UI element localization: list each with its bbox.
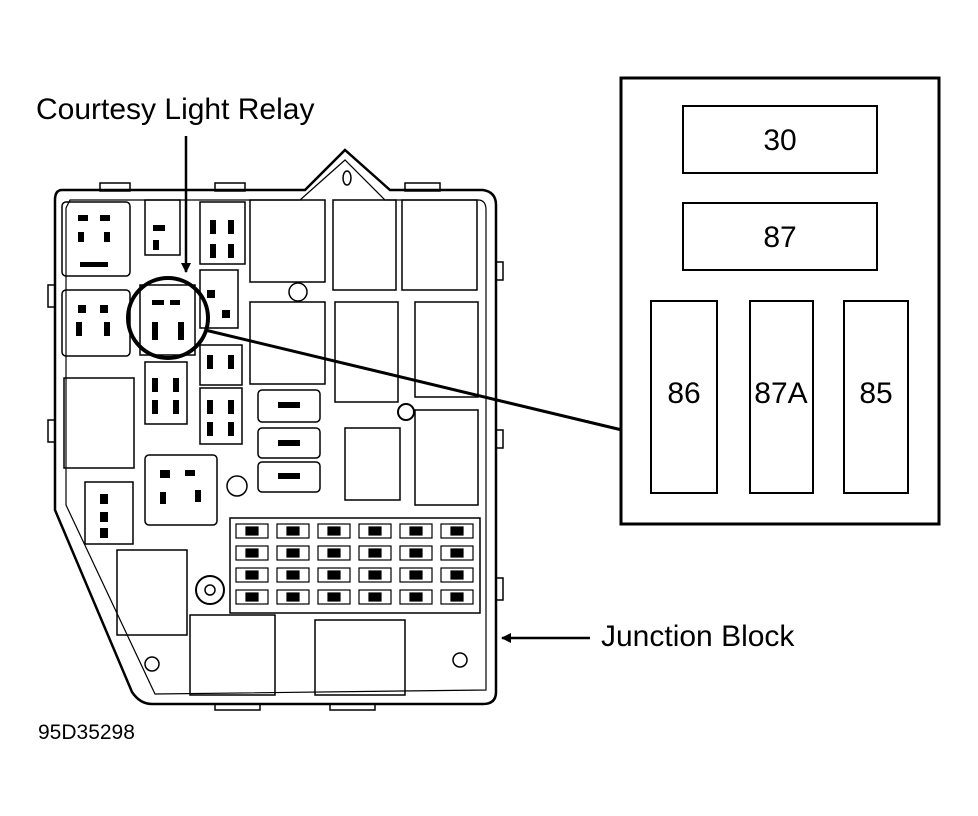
fuse-slot	[358, 523, 392, 539]
fuse-slot	[317, 567, 351, 583]
courtesy-light-relay-label: Courtesy Light Relay	[36, 93, 315, 126]
pin-30-label: 30	[763, 124, 796, 157]
fuse-slot-center	[327, 548, 341, 558]
fuse-slot	[235, 567, 269, 583]
pin-87a-terminal: 87A	[749, 300, 814, 494]
relay-highlight-circle	[126, 276, 210, 360]
fuse-slot	[358, 567, 392, 583]
connector-blocks	[63, 199, 479, 696]
fuse-slot	[235, 589, 269, 605]
fuse-slot-center	[327, 526, 341, 536]
fuse-slot	[440, 545, 474, 561]
fuse-slot	[235, 545, 269, 561]
pin-85-terminal: 85	[843, 300, 909, 494]
fuse-slot	[440, 523, 474, 539]
fuse-slot	[399, 589, 433, 605]
fuse-slot-center	[409, 592, 423, 602]
fuse-slot-center	[245, 592, 259, 602]
fuse-slot-center	[450, 592, 464, 602]
fuse-slot	[276, 567, 310, 583]
fuse-slot	[317, 545, 351, 561]
fuse-slot	[276, 545, 310, 561]
fuse-slot-center	[450, 548, 464, 558]
fuse-slot-center	[327, 592, 341, 602]
pin-30-terminal: 30	[682, 105, 878, 174]
fuse-slot	[440, 589, 474, 605]
pin-87-label: 87	[763, 221, 796, 254]
fuse-slot-center	[368, 526, 382, 536]
fuse-slot	[276, 589, 310, 605]
socket-pin-details	[76, 215, 300, 538]
fuse-slot	[276, 523, 310, 539]
fuse-slot-center	[245, 570, 259, 580]
fuse-slot-center	[368, 592, 382, 602]
fuse-slot-center	[286, 570, 300, 580]
pin-86-label: 86	[667, 377, 700, 410]
fuse-slot-center	[286, 592, 300, 602]
fuse-slot	[358, 589, 392, 605]
fuse-slot	[399, 523, 433, 539]
relay-sockets	[61, 199, 246, 526]
fuse-slot-center	[368, 570, 382, 580]
fuse-slot	[317, 523, 351, 539]
fuse-slot-center	[327, 570, 341, 580]
fuse-slot	[399, 545, 433, 561]
fuse-slot-center	[245, 526, 259, 536]
pin-85-label: 85	[859, 377, 892, 410]
fuse-slot	[317, 589, 351, 605]
fuse-slot-center	[286, 548, 300, 558]
fuse-slot-center	[409, 548, 423, 558]
fuse-slot-center	[245, 548, 259, 558]
fuse-slot-center	[450, 526, 464, 536]
relay-detail-leader-line	[204, 328, 623, 432]
fuse-slot-center	[368, 548, 382, 558]
pin-87a-label: 87A	[754, 377, 807, 410]
fuse-slot-center	[450, 570, 464, 580]
pinout-frame	[619, 76, 941, 526]
fuse-slot	[440, 567, 474, 583]
fuse-slot	[358, 545, 392, 561]
fuse-slot-center	[286, 526, 300, 536]
junction-block-label: Junction Block	[601, 620, 795, 653]
junction-block-housing	[47, 148, 504, 711]
fuse-slot-center	[409, 570, 423, 580]
fuse-slot-center	[409, 526, 423, 536]
figure-id-label: 95D35298	[38, 721, 135, 744]
pin-86-terminal: 86	[650, 300, 718, 494]
fuse-slot	[235, 523, 269, 539]
relay-pinout-detail: 30 87 86 87A 85	[619, 76, 941, 526]
fuse-array	[229, 517, 481, 614]
fuse-slot	[399, 567, 433, 583]
pin-87-terminal: 87	[682, 202, 878, 271]
